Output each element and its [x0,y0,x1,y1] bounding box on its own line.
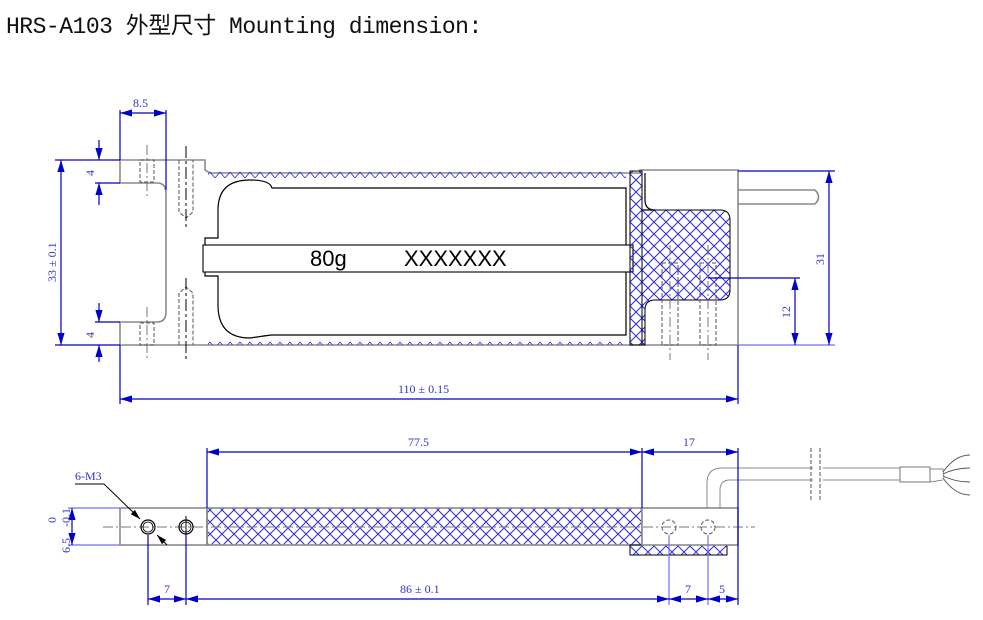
right-hatch-column [629,170,643,346]
dim-text-right-edge: 5 [719,582,725,596]
left-mount-outline [119,159,739,346]
dim-12: 12 [708,277,800,345]
dim-text-mount-width: 8.5 [133,96,148,110]
dim-77-5: 77.5 [206,435,643,508]
cable-stub [738,189,820,205]
capacity-label: 80g [310,246,347,271]
label-slot [202,244,634,273]
dim-4-top: 4 [83,140,120,205]
left-threaded-holes [139,145,194,360]
dim-33: 33 ± 0.1 [45,159,120,346]
inner-cavity [204,179,627,339]
side-cable [706,448,971,508]
dim-text-right-block: 17 [683,435,695,449]
right-hatch-pad [641,209,731,346]
drawing-title: HRS-A103 外型尺寸 Mounting dimension: [6,14,482,40]
dim-17: 17 [642,435,739,605]
dim-text-left-hole-pitch: 7 [164,582,170,596]
dim-text-lip-top: 4 [83,170,97,176]
top-hatch-strip [208,171,626,178]
dim-text-right-height: 31 [813,253,827,265]
dim-text-height: 33 ± 0.1 [45,242,59,282]
dim-bottom-row: 7 86 ± 0.1 7 5 [147,535,738,605]
side-view: 6-M3 6.5 0 -0.1 77.5 17 [45,435,971,605]
dim-text-thickness: 6.5 [59,538,73,553]
dim-text-thickness-tol-lower: -0.1 [59,508,73,527]
dim-text-hole-height: 12 [779,306,793,318]
bottom-hatch-strip [208,339,626,345]
serial-label: XXXXXXX [404,246,507,271]
dim-text-thread-note: 6-M3 [75,469,102,483]
dim-text-lip-bottom: 4 [83,332,97,338]
side-bottom-pad [629,544,728,556]
dim-thickness: 6.5 0 -0.1 [45,507,120,553]
side-holes [140,516,716,538]
right-block-outline [642,173,656,211]
dim-110: 110 ± 0.15 [119,345,739,404]
top-view: 80g XXXXXXX [45,96,835,404]
dim-text-right-hole-pitch: 7 [685,582,691,596]
dim-31: 31 [738,170,835,346]
dim-4-bottom: 4 [83,303,120,362]
right-threaded-holes [661,245,717,360]
thread-note-leader: 6-M3 [75,469,168,546]
dim-text-hole-span: 86 ± 0.1 [400,582,440,596]
dim-8-5: 8.5 [119,96,167,190]
dim-text-span-hatched: 77.5 [408,435,429,449]
dim-text-thickness-tol-upper: 0 [45,517,59,523]
dim-text-length: 110 ± 0.15 [398,382,449,396]
